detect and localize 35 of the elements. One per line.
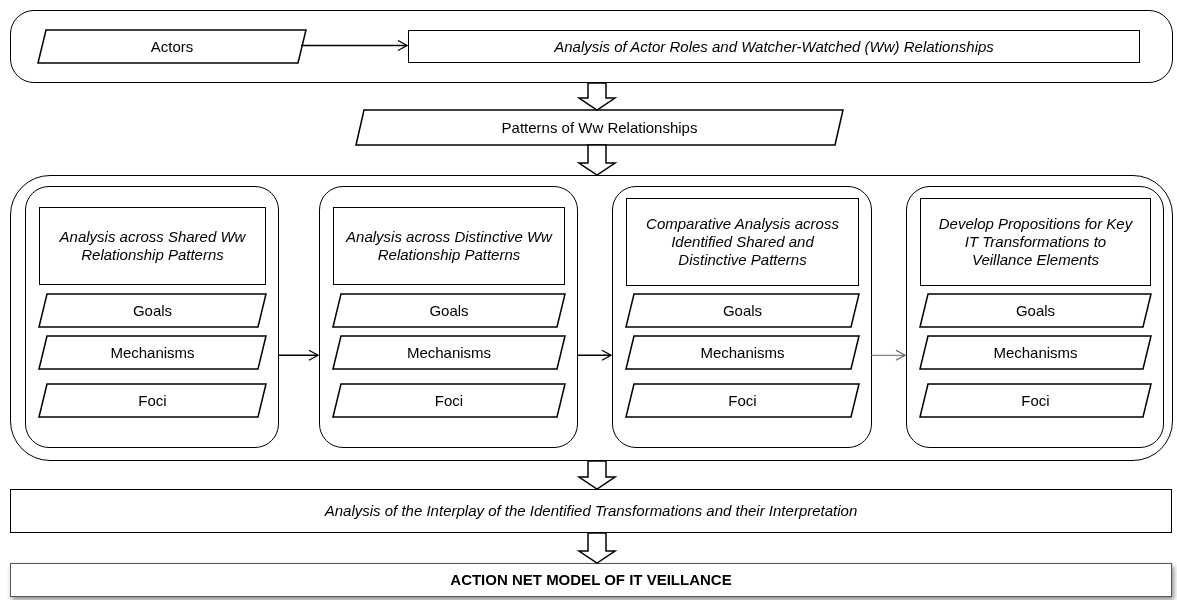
element-parallelogram: Mechanisms: [626, 336, 859, 369]
data-parallelogram: Patterns of Ww Relationships: [356, 110, 843, 145]
group-panel: [10, 175, 1173, 461]
stage-panel: [319, 186, 578, 448]
stage-panel: [906, 186, 1164, 448]
block-arrow: [576, 532, 618, 564]
process-box: Analysis of the Interplay of the Identified Transformations and their Interpretation: [10, 489, 1172, 533]
element-parallelogram: Foci: [333, 384, 565, 417]
arrow: [277, 349, 319, 361]
element-parallelogram: Goals: [333, 294, 565, 327]
element-parallelogram: Mechanisms: [39, 336, 266, 369]
stage-header-box: Analysis across Distinctive Ww Relationship Patterns: [333, 207, 565, 285]
arrow: [870, 349, 906, 361]
arrow: [576, 349, 612, 361]
input-parallelogram: Actors: [38, 30, 306, 63]
element-parallelogram: Goals: [626, 294, 859, 327]
element-parallelogram: Foci: [626, 384, 859, 417]
stage-header-box: Comparative Analysis across Identified Shared and Distinctive Patterns: [626, 198, 859, 286]
stage-panel: [25, 186, 279, 448]
element-parallelogram: Foci: [920, 384, 1151, 417]
stage-header-box: Develop Propositions for Key IT Transformations to Veillance Elements: [920, 198, 1151, 286]
block-arrow: [576, 144, 618, 176]
element-parallelogram: Mechanisms: [333, 336, 565, 369]
panel: [10, 10, 1173, 83]
arrow: [300, 39, 408, 52]
result-box: ACTION NET MODEL OF IT VEILLANCE: [10, 563, 1172, 597]
element-parallelogram: Goals: [39, 294, 266, 327]
stage-panel: [612, 186, 872, 448]
element-parallelogram: Foci: [39, 384, 266, 417]
element-parallelogram: Mechanisms: [920, 336, 1151, 369]
stage-header-box: Analysis across Shared Ww Relationship Patterns: [39, 207, 266, 285]
block-arrow: [576, 82, 618, 111]
element-parallelogram: Goals: [920, 294, 1151, 327]
process-box: Analysis of Actor Roles and Watcher-Watched (Ww) Relationships: [408, 30, 1140, 63]
block-arrow: [576, 460, 618, 490]
